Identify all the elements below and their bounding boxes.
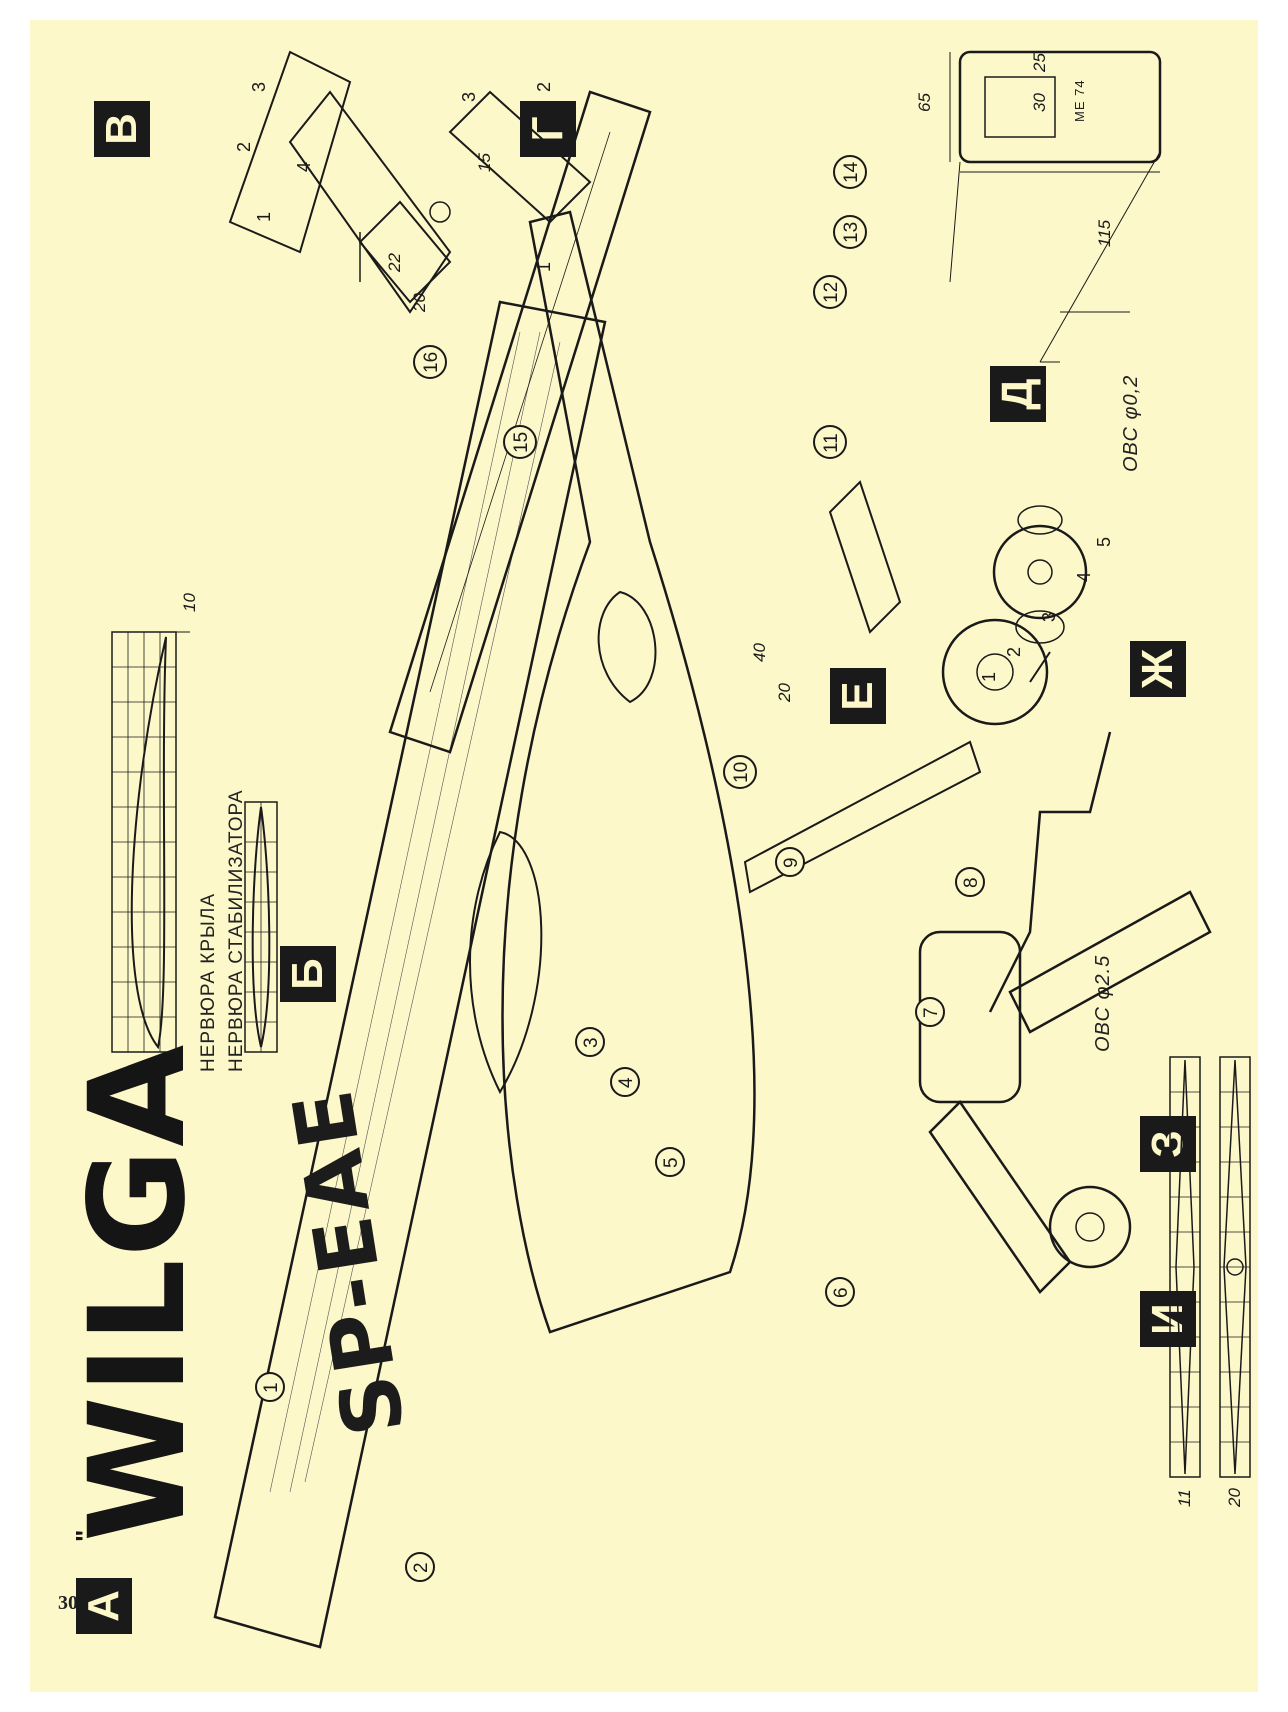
dim-fitting-22: 22	[385, 253, 404, 273]
dim-prop-20: 20	[1225, 1488, 1244, 1508]
dim-fitting-20: 20	[410, 293, 429, 313]
dim-e-20: 20	[775, 683, 794, 703]
callout-6: 6	[825, 1277, 855, 1307]
callout-12: 12	[813, 275, 847, 309]
page-number: 30	[58, 1592, 78, 1614]
svg-text:3: 3	[581, 1037, 602, 1048]
dim-rib-10: 10	[180, 593, 199, 612]
svg-text:11: 11	[821, 433, 842, 453]
zh-label-3: 3	[1039, 612, 1059, 622]
svg-text:12: 12	[821, 282, 842, 303]
svg-text:8: 8	[961, 877, 982, 888]
v-label-2: 2	[234, 142, 254, 152]
callout-2: 2	[405, 1552, 435, 1582]
callout-14: 14	[833, 155, 867, 189]
callout-15: 15	[503, 425, 537, 459]
callout-3: 3	[575, 1027, 605, 1057]
v-label-3: 3	[249, 82, 269, 92]
dim-g-15: 15	[475, 153, 494, 172]
svg-text:4: 4	[616, 1077, 637, 1088]
callout-5: 5	[655, 1147, 685, 1177]
v-label-1: 1	[254, 212, 274, 222]
callout-16: 16	[413, 345, 447, 379]
svg-text:15: 15	[511, 432, 532, 453]
callout-11: 11	[813, 425, 847, 459]
dim-d-65: 65	[915, 93, 934, 112]
svg-text:10: 10	[731, 762, 752, 783]
drawing-svg: 1 2 3 4 5	[111, 50, 1251, 1649]
callout-13: 13	[833, 215, 867, 249]
g-label-3: 3	[459, 92, 479, 102]
svg-text:1: 1	[261, 1382, 282, 1393]
dim-prop-11: 11	[1175, 1489, 1194, 1507]
svg-text:14: 14	[841, 161, 862, 183]
svg-text:9: 9	[781, 857, 802, 868]
callout-4: 4	[610, 1067, 640, 1097]
svg-text:7: 7	[921, 1007, 942, 1018]
svg-text:6: 6	[831, 1287, 852, 1298]
zh-label-5: 5	[1094, 537, 1114, 547]
callout-1: 1	[255, 1372, 285, 1402]
callout-9: 9	[775, 847, 805, 877]
callout-7: 7	[915, 997, 945, 1027]
dim-d-30: 30	[1030, 93, 1049, 112]
svg-text:13: 13	[841, 222, 862, 243]
svg-text:5: 5	[661, 1157, 682, 1168]
zh-label-4: 4	[1074, 572, 1094, 582]
v-label-4: 4	[294, 162, 314, 172]
page: 30 " WILGA А Б В Г Д Е Ж З И НЕРВЮРА КРЫ…	[30, 20, 1258, 1692]
zh-label-1: 1	[979, 672, 999, 682]
callout-8: 8	[955, 867, 985, 897]
callouts: 1 2 3 4 5	[255, 155, 985, 1582]
svg-text:2: 2	[411, 1562, 432, 1573]
g-label-2: 2	[534, 82, 554, 92]
svg-text:16: 16	[421, 352, 442, 373]
zh-label-2: 2	[1004, 647, 1024, 657]
g-label-1: 1	[534, 262, 554, 272]
dim-d-115: 115	[1095, 219, 1114, 247]
dim-d-25: 25	[1030, 53, 1049, 73]
dim-e-40: 40	[750, 643, 769, 662]
callout-10: 10	[723, 755, 757, 789]
rotated-drawing: " WILGA А Б В Г Д Е Ж З И НЕРВЮРА КРЫЛА …	[30, 20, 1258, 1692]
